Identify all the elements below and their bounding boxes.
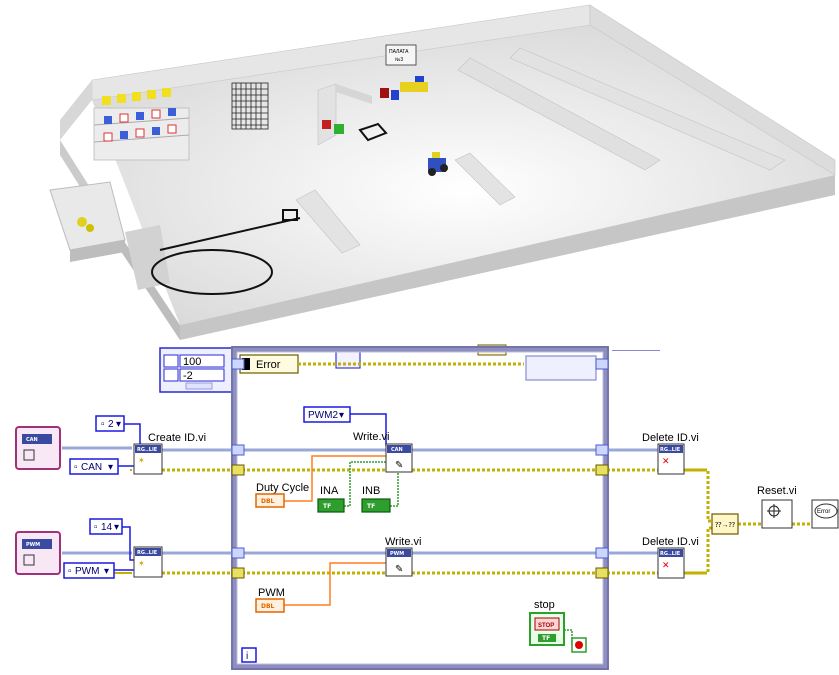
simple-error-handler[interactable]: Error — [811, 499, 839, 529]
enum-constant-can[interactable]: ▫ CAN ▾ — [69, 458, 119, 475]
delete-id-subvi-can[interactable]: RG..LIE ✕ — [657, 443, 685, 475]
reset-subvi[interactable] — [761, 499, 793, 529]
ref-icon-text: RG..LIE — [137, 447, 158, 453]
enum-constant-pwm2[interactable]: PWM2 ▾ — [303, 406, 351, 423]
ref-icon-text: RG..LIE — [137, 550, 158, 556]
svg-text:▾: ▾ — [104, 566, 109, 577]
svg-text:▾: ▾ — [339, 410, 344, 421]
write-label-1: Write.vi — [353, 431, 389, 443]
svg-text:▾: ▾ — [108, 462, 113, 473]
room-sign — [385, 44, 417, 66]
numeric-constant-14[interactable]: ▫ 14 ▾ — [89, 518, 123, 535]
sign-line1: ПАЛАТА — [389, 49, 409, 55]
dbl-text: DBL — [261, 603, 275, 610]
loop-tunnels — [231, 358, 609, 579]
duty-cycle-label: Duty Cycle — [256, 482, 309, 494]
partition-wall — [317, 83, 337, 146]
create-id-subvi-pwm[interactable]: RG..LIE ✶ — [133, 546, 163, 578]
error-cluster-constant: Error — [239, 354, 299, 374]
ref-icon-text: RG..LIE — [660, 551, 681, 557]
svg-text:▾: ▾ — [116, 419, 121, 430]
delete-id-subvi-pwm[interactable]: RG..LIE ✕ — [657, 547, 685, 579]
delete-x-icon: ✕ — [662, 456, 670, 466]
error-handler-text: Error — [817, 509, 830, 515]
pencil-icon: ✎ — [395, 460, 403, 471]
create-id-label: Create ID.vi — [148, 432, 206, 444]
stop-label: stop — [534, 599, 555, 611]
error-wire — [114, 362, 812, 575]
top-value-100: 100 — [183, 356, 201, 368]
tf-text: TF — [367, 503, 375, 510]
inb-control[interactable]: TF — [361, 498, 391, 513]
floor-track — [159, 217, 301, 251]
reset-label: Reset.vi — [757, 485, 797, 497]
numeric-constant-2[interactable]: ▫ 2 ▾ — [95, 415, 125, 432]
constant-wire — [114, 413, 387, 571]
svg-text:▫: ▫ — [94, 522, 98, 533]
room-floor — [92, 25, 835, 325]
pwm-device-text: PWM — [26, 542, 40, 548]
enum-can-value: CAN — [81, 462, 102, 473]
constant-cluster: 100 -2 — [159, 347, 233, 393]
pencil-icon: ✎ — [395, 564, 403, 575]
delete-x-icon: ✕ — [662, 560, 670, 570]
write-subvi-pwm[interactable]: PWM ✎ — [385, 547, 413, 577]
create-id-subvi-can[interactable]: RG..LIE ✶ — [133, 443, 163, 475]
enum-constant-pwm[interactable]: ▫ PWM ▾ — [63, 562, 115, 579]
inb-label: INB — [362, 485, 380, 497]
tf-text: TF — [323, 503, 331, 510]
svg-text:▫: ▫ — [74, 462, 78, 473]
svg-text:▫: ▫ — [101, 419, 105, 430]
front-wall — [180, 175, 835, 340]
robot-model — [428, 152, 448, 176]
svg-text:▾: ▾ — [114, 522, 119, 533]
top-value-minus2: -2 — [183, 370, 193, 382]
tf-text: TF — [542, 635, 550, 642]
duty-cycle-control[interactable]: DBL — [255, 493, 285, 508]
svg-text:⁇→⁇: ⁇→⁇ — [715, 522, 735, 529]
while-loop[interactable] — [231, 346, 609, 670]
enum-pwm2-value: PWM2 — [308, 410, 338, 421]
pwm-control-label: PWM — [258, 587, 285, 599]
ina-control[interactable]: TF — [317, 498, 345, 513]
write-subvi-can[interactable]: CAN ✎ — [385, 443, 413, 473]
loop-condition-terminal[interactable] — [571, 637, 587, 653]
svg-text:▫: ▫ — [68, 566, 72, 577]
stop-button-text: STOP — [538, 623, 554, 629]
svg-text:✶: ✶ — [138, 456, 145, 465]
enum-pwm-value: PWM — [75, 566, 99, 577]
svg-text:✶: ✶ — [138, 559, 145, 568]
merge-errors-node[interactable]: ⁇→⁇ — [711, 513, 739, 535]
grid-board — [231, 82, 269, 130]
ina-label: INA — [320, 485, 339, 497]
stop-button-control[interactable]: STOP TF — [529, 612, 565, 646]
iteration-text: i — [246, 651, 248, 662]
write-can-text: CAN — [391, 447, 403, 453]
error-label: Error — [256, 359, 281, 371]
partition-wall — [295, 189, 361, 254]
delete-id-label-1: Delete ID.vi — [642, 432, 699, 444]
pwm-control[interactable]: DBL — [255, 598, 285, 613]
delete-id-label-2: Delete ID.vi — [642, 536, 699, 548]
dbl-wire — [284, 455, 386, 606]
sign-line2: №3 — [395, 57, 403, 63]
medical-shelf — [93, 88, 190, 161]
pwm-device-refnum[interactable]: PWM — [15, 531, 61, 575]
write-label-2: Write.vi — [385, 536, 421, 548]
iteration-terminal: i — [241, 647, 257, 663]
bundle-node — [525, 355, 597, 381]
ref-icon-text: RG..LIE — [660, 447, 681, 453]
dbl-text: DBL — [261, 498, 275, 505]
can-device-text: CAN — [26, 437, 38, 443]
write-pwm-text: PWM — [390, 551, 404, 557]
can-device-refnum[interactable]: CAN — [15, 426, 61, 470]
const-14-value: 14 — [101, 522, 113, 533]
left-wall — [60, 80, 92, 140]
const-2-value: 2 — [108, 419, 114, 430]
floor-plan-render: ПАЛАТА №3 — [49, 4, 836, 340]
